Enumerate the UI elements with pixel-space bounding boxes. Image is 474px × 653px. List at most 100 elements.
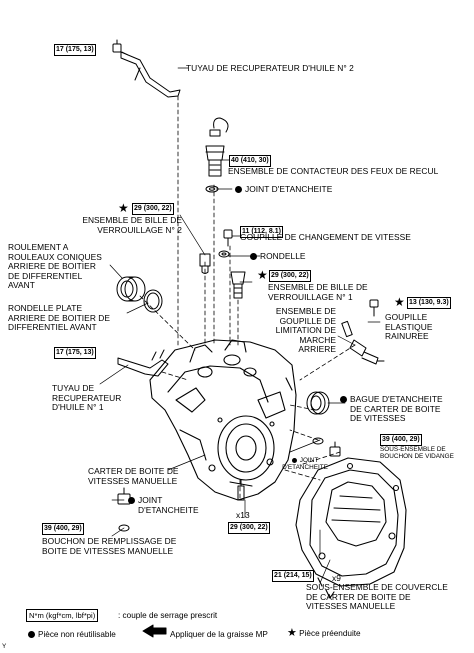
label-case-cover: SOUS-ENSEMBLE DE COUVERCLE DE CARTER DE …	[306, 582, 448, 612]
label-line: LIMITATION DE	[275, 325, 336, 336]
label-text: JOINT	[138, 495, 163, 505]
torque-box: 39 (400, 29)	[380, 434, 422, 446]
label-transaxle-case: CARTER DE BOITE DE VITESSES MANUELLE	[88, 466, 179, 486]
label-bolt-count-9: x9	[332, 573, 341, 583]
case-cover-part	[295, 457, 407, 599]
reverse-restrict-pin-part	[341, 299, 385, 365]
torque-box: 11 (112, 8.1)	[240, 226, 283, 238]
label-line: VERROUILLAGE N° 1	[268, 291, 353, 302]
label-line: DE VITESSES	[350, 413, 406, 424]
nonreuse-dot-icon	[128, 496, 135, 504]
torque-value: 40 (410, 30)	[231, 157, 269, 164]
torque-value: 21 (214, 15)	[274, 572, 312, 579]
leader-lines	[99, 51, 381, 584]
filler-gasket-ring	[118, 524, 130, 532]
label-line: SOUS-ENSEMBLE DE	[380, 446, 446, 453]
label-lock-ball-1: ENSEMBLE DE BILLE DE VERROUILLAGE N° 1	[268, 282, 368, 302]
oil-pipe-1-part	[117, 349, 169, 377]
precoated-star-icon: ★	[394, 295, 405, 309]
legend-text: Pièce non réutilisable	[38, 630, 116, 639]
legend-torque-box: N*m (kgf*cm, lbf*pi)	[26, 609, 99, 622]
precoated-star-icon: ★	[287, 627, 297, 639]
torque-value: 39 (400, 29)	[44, 525, 82, 532]
label-line: VITESSES MANUELLE	[88, 475, 178, 486]
label-line: D'HUILE N° 1	[52, 402, 104, 413]
label-line: ARRIERE DE BOITIER	[8, 261, 96, 272]
precoated-star-icon: ★	[118, 201, 129, 215]
label-oil-seal: BAGUE D'ETANCHEITE DE CARTER DE BOITE DE…	[340, 394, 443, 424]
torque-box: 39 (400, 29)	[42, 523, 84, 535]
torque-value: 29 (300, 22)	[230, 524, 268, 531]
torque-value: 29 (300, 22)	[134, 205, 172, 212]
torque-value: 29 (300, 22)	[271, 272, 309, 279]
label-filler-gasket: JOINT D'ETANCHEITE	[128, 495, 199, 515]
torque-box: 17 (175, 13)	[54, 44, 96, 56]
torque-box: 21 (214, 15)	[272, 570, 314, 582]
legend-nonreuse: Pièce non réutilisable	[28, 629, 116, 640]
label-washer: RONDELLE	[250, 251, 306, 262]
label-text: JOINT	[299, 457, 319, 464]
washer-ring	[218, 250, 230, 258]
label-line: RECUPERATEUR	[52, 392, 122, 403]
nonreuse-dot-icon	[250, 252, 257, 260]
label-line: MARCHE	[299, 334, 336, 345]
label-backup-light-switch: ENSEMBLE DE CONTACTEUR DES FEUX DE RECUL	[228, 166, 439, 176]
gasket-ring-top	[205, 185, 219, 193]
torque-box: 29 (300, 22)	[228, 522, 270, 534]
label-oil-pipe-1: TUYAU DE RECUPERATEUR D'HUILE N° 1	[52, 383, 122, 413]
flat-washer-part	[143, 289, 163, 313]
lock-ball-1-part	[230, 271, 246, 299]
label-line: BOITE DE VITESSES MANUELLE	[42, 545, 174, 556]
label-line: ROULEMENT A	[8, 242, 69, 252]
label-line: DE CARTER DE BOITE	[350, 403, 441, 414]
oil-pipe-2-part	[112, 39, 181, 98]
label-line: ENSEMBLE DE BILLE DE	[82, 215, 182, 225]
label-line: CARTER DE BOITE DE	[88, 466, 179, 476]
label-reverse-restrict-pin: ENSEMBLE DE GOUPILLE DE LIMITATION DE MA…	[270, 306, 336, 355]
label-line: TUYAU DE	[52, 383, 95, 393]
torque-box: 29 (300, 22)	[132, 203, 174, 215]
label-flat-washer: RONDELLE PLATE ARRIERE DE BOITIER DE DIF…	[8, 303, 111, 333]
drain-gasket-ring	[312, 437, 324, 445]
label-text: RONDELLE	[260, 251, 306, 261]
legend-precoated: ★ Pièce préenduite	[287, 628, 361, 639]
label-line: ENSEMBLE DE	[275, 306, 336, 316]
label-line: GOUPILLE	[385, 312, 428, 322]
corner-mark: Y	[2, 643, 7, 650]
label-line: D'ETANCHEITE	[282, 464, 328, 472]
torque-box: 40 (410, 30)	[229, 155, 271, 167]
oil-seal-part	[306, 391, 330, 415]
torque-value: 13 (130, 9.3)	[409, 299, 449, 306]
label-drain-plug: SOUS-ENSEMBLE DE BOUCHON DE VIDANGE	[380, 446, 454, 461]
label-text: JOINT D'ETANCHEITE	[245, 184, 333, 194]
lock-ball-2-part	[199, 253, 211, 274]
label-line: ARRIERE DE BOITIER DE	[8, 312, 111, 323]
label-line: ARRIERE	[298, 344, 336, 355]
shift-pin-part	[223, 229, 233, 247]
label-drain-gasket: JOINT D'ETANCHEITE	[279, 457, 331, 472]
label-text: BAGUE D'ETANCHEITE	[350, 394, 443, 404]
torque-box: 29 (300, 22)	[269, 270, 311, 282]
precoated-star-icon: ★	[257, 268, 268, 282]
label-line: RAINUREE	[385, 331, 429, 342]
nonreuse-dot-icon	[28, 630, 35, 638]
legend-grease: Appliquer de la graisse MP	[170, 630, 268, 639]
label-line: DIFFERENTIEL AVANT	[8, 322, 97, 333]
label-line: AVANT	[8, 280, 35, 291]
label-tapered-roller-bearing: ROULEMENT A ROULEAUX CONIQUES ARRIERE DE…	[8, 242, 102, 291]
nonreuse-dot-icon	[291, 457, 297, 463]
label-shift-pin: GOUPILLE DE CHANGEMENT DE VITESSE	[240, 232, 411, 242]
torque-value: 11 (112, 8.1)	[242, 228, 281, 235]
label-line: VITESSES MANUELLE	[306, 601, 396, 612]
drain-plug-part	[329, 441, 341, 457]
label-oil-pipe-2: TUYAU DE RECUPERATEUR D'HUILE N° 2	[186, 63, 354, 73]
label-line: RONDELLE PLATE	[8, 303, 83, 313]
alignment-lines	[139, 95, 356, 501]
label-line: ELASTIQUE	[385, 321, 433, 332]
label-line: D'ETANCHEITE	[138, 504, 199, 515]
nonreuse-dot-icon	[235, 185, 242, 193]
label-line: DE CARTER DE BOITE DE	[306, 591, 411, 602]
backup-light-switch-part	[205, 117, 229, 177]
